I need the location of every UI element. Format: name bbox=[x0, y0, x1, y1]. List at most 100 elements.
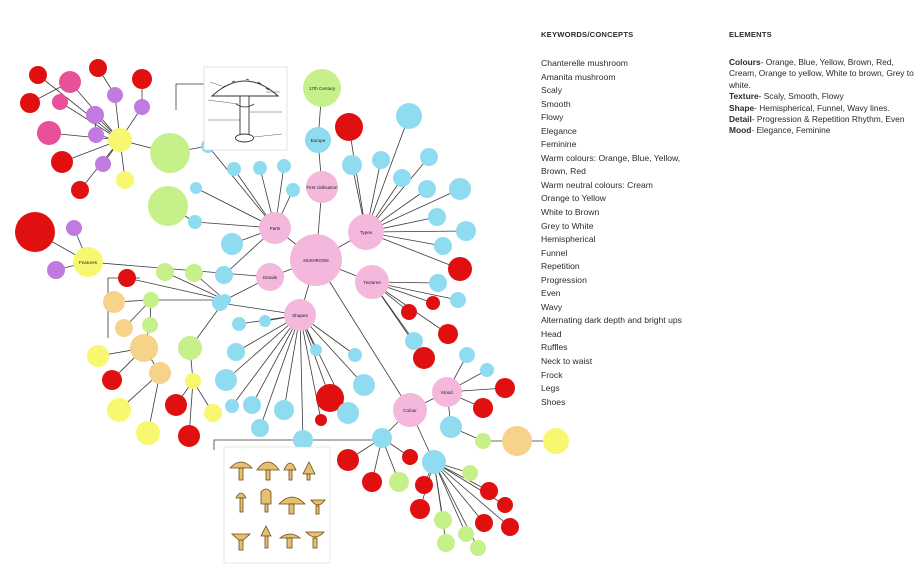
node-label-colour: Colour bbox=[403, 408, 417, 413]
elements-heading: ELEMENTS bbox=[729, 30, 772, 39]
mind-map-connector bbox=[164, 271, 226, 301]
leaf-node-green bbox=[148, 186, 188, 226]
leaf-node-blue bbox=[190, 182, 202, 194]
leaf-node-red bbox=[415, 476, 433, 494]
leaf-node-green bbox=[389, 472, 409, 492]
leaf-node-green bbox=[143, 292, 159, 308]
leaf-node-yellow bbox=[136, 421, 160, 445]
leaf-node-blue bbox=[227, 162, 241, 176]
node-parts bbox=[259, 212, 291, 244]
leaf-node-blue bbox=[405, 332, 423, 350]
element-colours: Colours- Orange, Blue, Yellow, Brown, Re… bbox=[729, 57, 914, 90]
leaf-node-blue bbox=[259, 315, 271, 327]
mind-map-connector bbox=[225, 314, 301, 381]
node-century bbox=[303, 69, 341, 107]
node-civ bbox=[306, 171, 338, 203]
leaf-node-red bbox=[315, 414, 327, 426]
leaf-node-green bbox=[437, 534, 455, 552]
keyword-item: Ruffles bbox=[541, 342, 568, 353]
leaf-node-yellow bbox=[543, 428, 569, 454]
leaf-node-green bbox=[185, 264, 203, 282]
mind-map-connector bbox=[175, 83, 206, 110]
leaf-node-purple bbox=[86, 106, 104, 124]
leaf-node-red bbox=[132, 69, 152, 89]
keyword-item: Hemispherical bbox=[541, 234, 596, 245]
leaf-node-purple bbox=[47, 261, 65, 279]
leaf-node-red bbox=[89, 59, 107, 77]
leaf-node-red bbox=[337, 449, 359, 471]
node-label-shapes: Shapes bbox=[292, 313, 308, 318]
leaf-node-blue bbox=[422, 450, 446, 474]
keyword-item: Chanterelle mushroom bbox=[541, 58, 628, 68]
leaf-node-red bbox=[413, 347, 435, 369]
mushroom-anatomy-diagram bbox=[203, 66, 288, 151]
keywords-heading: KEYWORDS/CONCEPTS bbox=[541, 30, 634, 39]
elements-panel: ELEMENTS Colours- Orange, Blue, Yellow, … bbox=[729, 30, 914, 137]
mind-map-connector bbox=[251, 314, 301, 406]
node-label-features: Features bbox=[79, 260, 98, 265]
node-label-types: Types bbox=[360, 230, 373, 235]
mind-map-nodes: MUSHROOMPartsDetailsShapesTypesTexturesC… bbox=[15, 59, 569, 556]
cap-shapes-chart bbox=[223, 446, 331, 564]
leaf-node-blue bbox=[418, 180, 436, 198]
keyword-item: Funnel bbox=[541, 247, 568, 258]
keyword-item: Neck to waist bbox=[541, 356, 593, 367]
element-texture: Texture- Scaly, Smooth, Flowy bbox=[729, 91, 844, 102]
leaf-node-blue bbox=[219, 294, 231, 306]
leaf-node-blue bbox=[480, 363, 494, 377]
node-label-center: MUSHROOM bbox=[303, 258, 329, 263]
leaf-node-blue bbox=[396, 103, 422, 129]
keyword-item: Wavy bbox=[541, 301, 563, 312]
leaf-node-red bbox=[473, 398, 493, 418]
node-label-mood: Mood bbox=[441, 390, 453, 395]
leaf-node-orange bbox=[103, 291, 125, 313]
node-features bbox=[73, 247, 103, 277]
leaf-node-blue bbox=[440, 416, 462, 438]
leaf-node-blue bbox=[215, 369, 237, 391]
leaf-node-blue bbox=[372, 428, 392, 448]
keyword-item: Shoes bbox=[541, 396, 566, 407]
leaf-node-orange bbox=[115, 319, 133, 337]
leaf-node-green bbox=[150, 133, 190, 173]
leaf-node-green bbox=[178, 336, 202, 360]
mind-map-connector bbox=[87, 261, 271, 278]
keyword-item: Alternating dark depth and bright ups bbox=[541, 315, 682, 326]
leaf-node-blue bbox=[310, 344, 322, 356]
leaf-node-blue bbox=[456, 221, 476, 241]
leaf-node-red bbox=[165, 394, 187, 416]
leaf-node-purple bbox=[66, 220, 82, 236]
leaf-node-blue bbox=[434, 237, 452, 255]
leaf-node-blue bbox=[450, 292, 466, 308]
leaf-node-blue bbox=[449, 178, 471, 200]
leaf-node-purple bbox=[134, 99, 150, 115]
node-types bbox=[348, 214, 384, 250]
leaf-node-red bbox=[410, 499, 430, 519]
keyword-item: Amanita mushroom bbox=[541, 71, 616, 82]
leaf-node-green bbox=[462, 465, 478, 481]
leaf-node-blue bbox=[251, 419, 269, 437]
leaf-node-red bbox=[438, 324, 458, 344]
leaf-node-red bbox=[495, 378, 515, 398]
mind-map-connector bbox=[433, 461, 467, 535]
leaf-node-red bbox=[29, 66, 47, 84]
keyword-item: Legs bbox=[541, 383, 560, 394]
leaf-node-yellow bbox=[107, 398, 131, 422]
keyword-item: Feminine bbox=[541, 139, 577, 150]
node-center bbox=[290, 234, 342, 286]
node-textures bbox=[355, 265, 389, 299]
leaf-node-red bbox=[362, 472, 382, 492]
leaf-node-purple bbox=[88, 127, 104, 143]
mind-map-connector bbox=[433, 461, 511, 528]
leaf-node-red bbox=[102, 370, 122, 390]
leaf-node-red bbox=[178, 425, 200, 447]
leaf-node-blue bbox=[225, 399, 239, 413]
leaf-node-green bbox=[434, 511, 452, 529]
leaf-node-green bbox=[142, 317, 158, 333]
leaf-node-red bbox=[71, 181, 89, 199]
mind-map-connector bbox=[231, 314, 301, 407]
leaf-node-blue bbox=[459, 347, 475, 363]
leaf-node-red bbox=[497, 497, 513, 513]
leaf-node-orange bbox=[502, 426, 532, 456]
